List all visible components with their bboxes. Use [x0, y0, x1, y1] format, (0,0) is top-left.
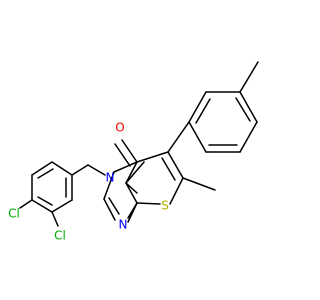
bond — [113, 161, 138, 173]
bond — [31, 199, 53, 213]
bond — [136, 202, 161, 205]
bond — [167, 151, 184, 179]
bond — [167, 121, 190, 153]
bond — [71, 164, 89, 176]
bond — [114, 143, 131, 167]
bond — [239, 61, 259, 93]
nitrogen-atom-label-lower: N — [119, 218, 128, 232]
bond — [103, 171, 115, 200]
bond — [87, 164, 106, 176]
molecule-diagram: O N N S Cl Cl — [8, 61, 259, 243]
bond — [125, 182, 138, 204]
bond — [51, 161, 73, 176]
bond — [103, 198, 116, 221]
bond — [51, 211, 59, 227]
bond — [125, 161, 138, 184]
sulfur-atom-label: S — [161, 199, 169, 213]
bond — [19, 199, 33, 209]
bond — [182, 177, 216, 191]
bond — [188, 121, 207, 153]
oxygen-atom-label: O — [115, 121, 124, 135]
bond — [127, 202, 138, 223]
bond — [188, 91, 207, 123]
bond — [239, 121, 258, 153]
bond — [31, 161, 53, 176]
bond — [161, 157, 176, 181]
bond — [121, 139, 138, 163]
structure-svg: O N N S Cl Cl — [8, 61, 259, 243]
chlorine-atom-label-bottom: Cl — [54, 229, 66, 243]
bond — [239, 91, 258, 123]
bond — [108, 197, 120, 215]
bond — [37, 168, 54, 179]
bond — [136, 151, 169, 163]
bond — [51, 199, 73, 213]
bond — [125, 182, 138, 194]
bond — [169, 177, 184, 205]
bond — [125, 161, 145, 184]
bond — [195, 98, 211, 124]
nitrogen-atom-label: N — [106, 171, 115, 185]
bonds — [19, 61, 259, 227]
chlorine-atom-label-top: Cl — [8, 207, 20, 221]
bond — [37, 196, 53, 206]
bond — [235, 97, 251, 122]
